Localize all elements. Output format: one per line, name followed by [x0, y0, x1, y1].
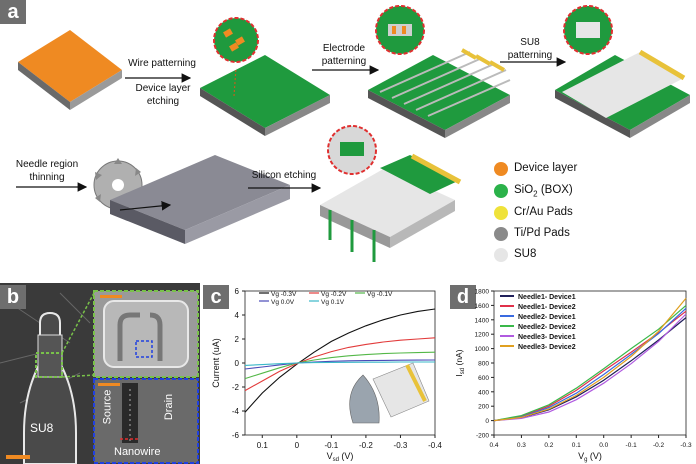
series-line-6	[493, 297, 687, 422]
y-tick-label: 0	[235, 359, 240, 368]
legend-swatch-cr-au	[494, 206, 508, 220]
inset-pads	[405, 364, 427, 402]
legend-label: SU8	[514, 248, 537, 260]
wafer-su8-patterned-block	[555, 5, 690, 138]
series-line-5	[493, 313, 687, 422]
legend-label: Device layer	[514, 162, 578, 174]
step-label-su8-patterning: SU8 patterning	[507, 37, 553, 61]
y-axis-label: Current (uA)	[211, 338, 221, 388]
x-tick-label: 0.1	[257, 441, 269, 450]
x-tick-label: 0	[295, 441, 300, 450]
sem-label-drain: Drain	[163, 393, 176, 421]
y-tick-label: 4	[235, 311, 240, 320]
inset-device	[372, 362, 430, 418]
step-label-needle-region-thinning: Needle region thinning	[15, 159, 79, 183]
y-tick-label: 2	[235, 335, 240, 344]
transfer-chart: 1800 1600 1400 1200 1000 800 600 400 200 0 -2000.4…	[454, 289, 692, 464]
legend-swatch-sio2	[494, 184, 508, 198]
x-tick-label: 0.2	[544, 442, 553, 449]
y-tick-label: 0	[485, 418, 489, 425]
legend-swatch-ti-pd	[494, 227, 508, 241]
series-line-5	[244, 361, 435, 366]
series-line-3	[244, 351, 436, 380]
y-tick-label: -200	[476, 433, 489, 440]
legend-swatch-su8	[494, 248, 508, 262]
silicon-block-thinning	[110, 155, 290, 244]
sem-label-source: Source	[101, 389, 114, 425]
x-tick-label: -0.1	[626, 442, 638, 449]
legend-entry: Needle2- Device2	[518, 324, 576, 331]
y-tick-label: -2	[232, 383, 240, 392]
step-label-electrode-patterning: Electrode patterning	[321, 43, 367, 67]
step-label-wire-patterning: Wire patterning	[128, 58, 196, 69]
panel-b-tag: b	[0, 285, 26, 309]
plot-area	[493, 290, 687, 436]
series-line-4	[244, 359, 436, 370]
x-tick-label: -0.3	[394, 441, 408, 450]
wafer-electrode-patterned-block	[368, 5, 511, 138]
step-label-device-layer-etching: Device layer etching	[135, 83, 191, 107]
x-tick-label: 0.0	[599, 442, 608, 449]
plot-area	[244, 290, 436, 436]
x-axis-label: Vsd (V)	[327, 451, 354, 463]
final-needle-device	[320, 125, 462, 262]
y-tick-label: 1600	[475, 303, 490, 310]
y-axis-label: Isd (nA)	[454, 349, 466, 376]
legend-entry: Vg -0.1V	[367, 291, 393, 298]
x-tick-label: 0.3	[517, 442, 526, 449]
legend-label: SiO2 (BOX)	[514, 184, 573, 199]
legend-label: Cr/Au Pads	[514, 206, 573, 218]
y-tick-label: 1800	[475, 289, 490, 296]
y-tick-label: -6	[232, 431, 240, 440]
legend-entry: Vg -0.2V	[321, 291, 347, 298]
sem-label-su8: SU8	[30, 421, 54, 435]
legend-entry: Vg -0.3V	[271, 291, 297, 298]
y-tick-label: 400	[478, 389, 489, 396]
legend-entry: Needle3- Device1	[518, 334, 576, 341]
y-tick-label: 1000	[475, 346, 490, 353]
y-tick-label: 600	[478, 375, 489, 382]
series-line-4	[493, 304, 687, 422]
x-tick-label: 0.1	[572, 442, 581, 449]
legend-entry: Needle2- Device1	[518, 314, 576, 321]
legend-entry: Needle3- Device2	[518, 344, 576, 351]
legend-swatch-device-layer	[494, 162, 508, 176]
panel-c-tag: c	[203, 285, 229, 309]
iv-chart: 6 4 2 0 -2 -4 -6 0.1 0 -0.1 -0.2 -0.3 -0.4 Current (u…	[211, 287, 442, 463]
y-tick-label: 1400	[475, 317, 490, 324]
y-tick-label: -4	[232, 407, 240, 416]
y-tick-label: 200	[478, 404, 489, 411]
step-label-silicon-etching: Silicon etching	[251, 170, 317, 181]
x-tick-label: -0.2	[653, 442, 665, 449]
legend-entry: Needle1- Device2	[518, 304, 576, 311]
fabrication-process-illustration	[16, 5, 690, 262]
y-tick-label: 800	[478, 361, 489, 368]
x-tick-label: -0.2	[359, 441, 373, 450]
panel-d-tag: d	[450, 285, 476, 309]
inset-droplet	[349, 374, 380, 424]
x-axis-label: Vg (V)	[578, 451, 602, 463]
series-line-1	[244, 308, 436, 413]
y-tick-label: 6	[235, 287, 240, 296]
sem-micrograph: SU8 Source Drain Nanowire	[0, 283, 200, 464]
legend-label: Ti/Pd Pads	[514, 227, 570, 239]
y-tick-label: 1200	[475, 332, 490, 339]
x-tick-label: -0.4	[428, 441, 442, 450]
legend-entry: Vg 0.0V	[271, 299, 295, 306]
panel-a-tag: a	[0, 0, 26, 24]
legend-entry: Vg 0.1V	[321, 299, 345, 306]
legend-entry: Needle1- Device1	[518, 294, 576, 301]
x-tick-label: -0.1	[324, 441, 338, 450]
wafer-device-layer-block	[18, 30, 122, 110]
sem-image-drawing	[0, 283, 200, 464]
sem-label-nanowire: Nanowire	[114, 446, 161, 458]
x-tick-label: 0.4	[489, 442, 498, 449]
x-tick-label: -0.3	[680, 442, 692, 449]
wafer-wire-patterned-block	[200, 17, 330, 136]
series-line-2	[244, 337, 436, 392]
